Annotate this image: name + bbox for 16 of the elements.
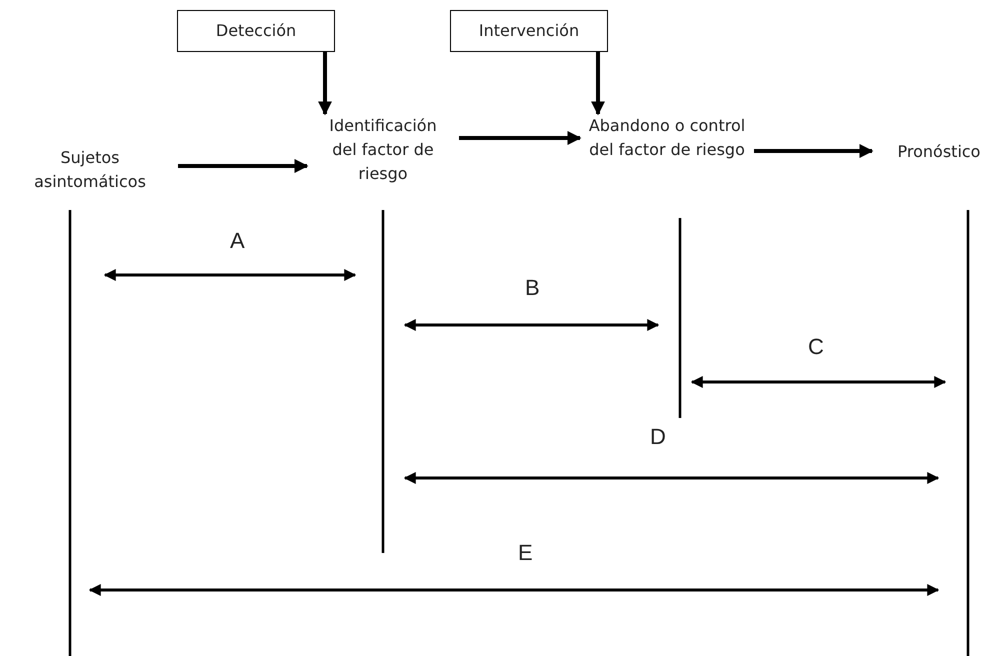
interval-label: C <box>808 334 824 360</box>
stage-label: Sujetos asintomáticos <box>10 146 170 194</box>
interval-label: A <box>230 228 245 254</box>
process-box: Detección <box>177 10 335 52</box>
arrow <box>591 52 605 116</box>
interval-label: B <box>525 275 540 301</box>
interval-label: D <box>650 424 666 450</box>
process-box: Intervención <box>450 10 608 52</box>
stage-label: Identificación del factor de riesgo <box>315 114 451 186</box>
stage-label: Pronóstico <box>880 140 998 164</box>
interval-label: E <box>518 540 533 566</box>
stage-label: Abandono o control del factor de riesgo <box>588 114 746 162</box>
arrow <box>318 52 332 116</box>
arrow <box>459 131 582 145</box>
arrow <box>754 144 874 158</box>
arrow <box>178 159 308 173</box>
